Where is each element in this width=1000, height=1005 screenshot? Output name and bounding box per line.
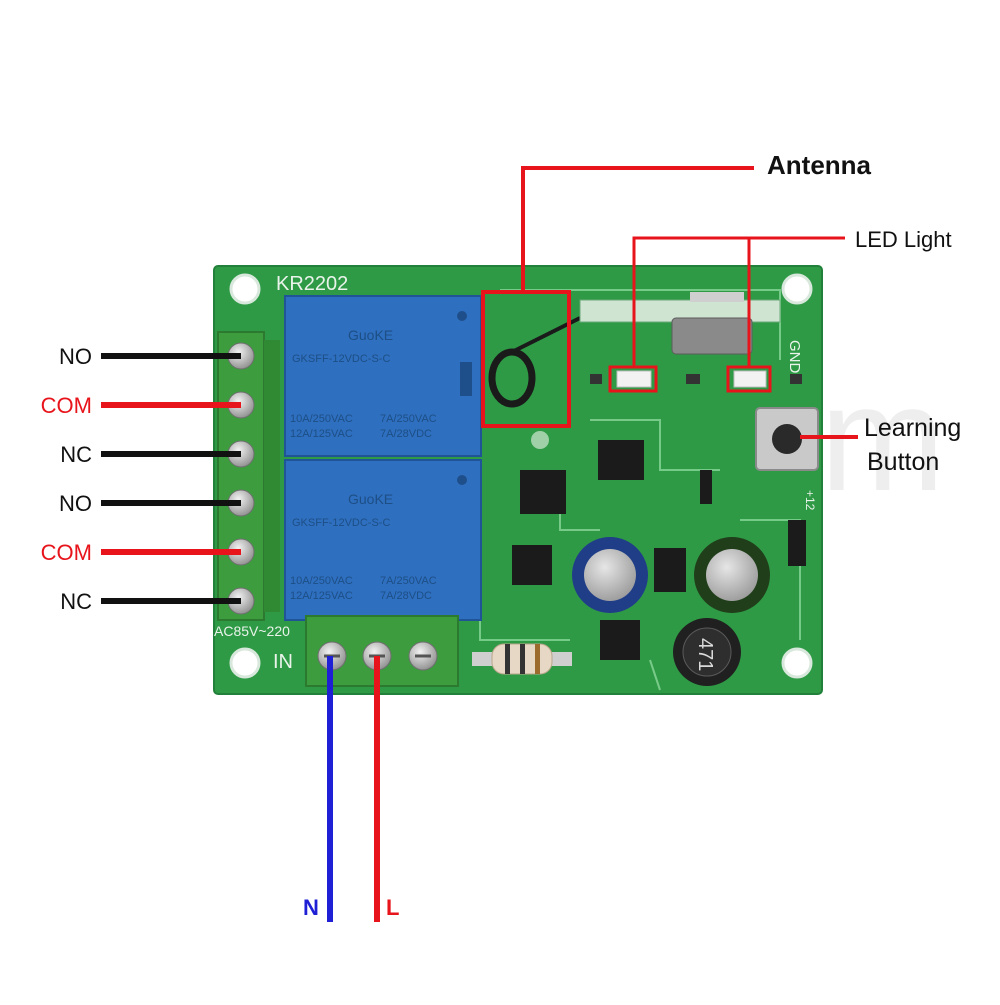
transistor [654,548,686,592]
led-1 [616,370,652,388]
diode [788,520,806,566]
mounting-hole [229,273,261,305]
relay-2-part: GKSFF-12VDC-S-C [292,517,390,529]
led-2 [733,370,767,388]
led-callout [608,236,845,393]
rf-module [579,292,781,355]
ic-chip [520,470,566,514]
diode [700,470,712,504]
relay-1-rating-l2: 12A/125VAC [290,428,353,440]
learning-label-2: Button [867,448,939,476]
relay-2-rating-l1: 10A/250VAC [290,575,353,587]
capacitor-2 [694,537,770,613]
antenna-callout [481,166,754,428]
relay-1-part: GKSFF-12VDC-S-C [292,353,390,365]
output-wires: NO COM NC NO COM NC [41,344,241,614]
ic-chip [600,620,640,660]
gnd-label: GND [786,340,803,374]
terminal-label: NC [60,442,92,467]
relay-2-rating-l2: 12A/125VAC [290,590,353,602]
relay-2-rating-r2: 7A/28VDC [380,590,432,602]
terminal-label: COM [41,540,92,565]
capacitor-1 [572,537,648,613]
relay-2-rating-r1: 7A/250VAC [380,575,437,587]
relay-1-rating-r2: 7A/28VDC [380,428,432,440]
terminal-label: NO [59,491,92,516]
led-label: LED Light [855,227,952,252]
antenna-label: Antenna [767,150,872,180]
input-label: IN [273,651,293,673]
relay-1-rating-l1: 10A/250VAC [290,413,353,425]
terminal-label: COM [41,393,92,418]
learning-label-1: Learning [864,414,961,442]
relay-2 [284,459,482,621]
mounting-hole [229,647,261,679]
relay-1-brand: GuoKE [348,327,393,343]
output-terminal-block [217,331,280,621]
live-label: L [386,895,399,920]
ic-chip [512,545,552,585]
voltage-label: AC85V~220 [214,623,290,639]
mounting-hole [781,647,813,679]
relay-1 [284,295,482,457]
relay-2-brand: GuoKE [348,491,393,507]
plus-label: +12 [803,490,817,511]
ic-chip [598,440,644,480]
terminal-label: NO [59,344,92,369]
relay-1-rating-r1: 7A/250VAC [380,413,437,425]
mounting-hole [781,273,813,305]
resistor [472,643,572,675]
board-model: KR2202 [276,273,348,295]
terminal-label: NC [60,589,92,614]
inductor-label: 471 [694,638,716,671]
inductor [673,618,741,686]
neutral-label: N [303,895,319,920]
